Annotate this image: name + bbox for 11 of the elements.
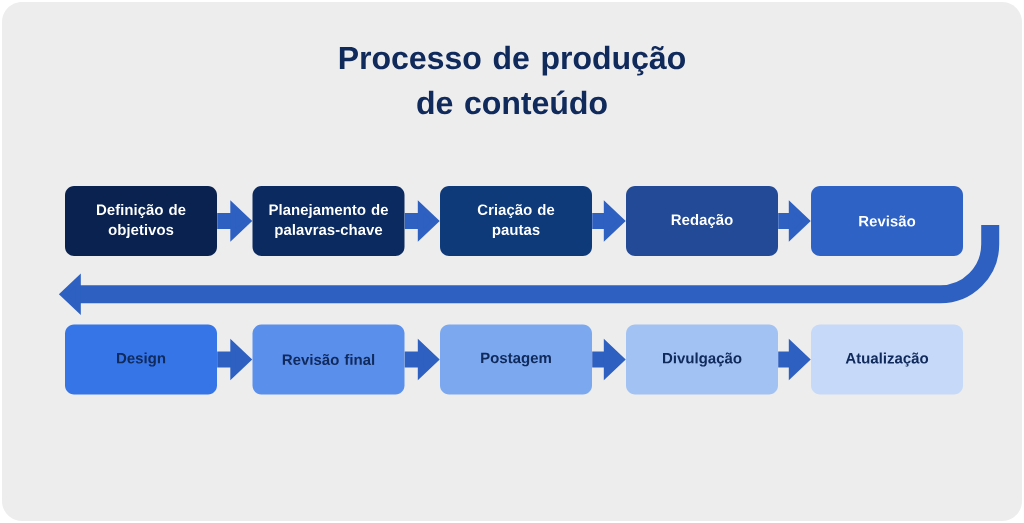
title: Processo de produção de conteúdo — [339, 45, 685, 115]
step-box: Redação — [626, 186, 778, 256]
step-box: Atualização — [811, 324, 963, 395]
step-box: Divulgação — [626, 324, 778, 395]
step-box: Postagem — [440, 324, 592, 395]
step-box: Revisão final — [252, 324, 405, 395]
step-box: Planejamento de palavras-chave — [252, 186, 405, 256]
step-box: Revisão — [811, 186, 963, 256]
step-box: Definição de objetivos — [65, 186, 217, 256]
step-box: Design — [65, 324, 217, 395]
step-box: Criação de pautas — [440, 186, 592, 256]
